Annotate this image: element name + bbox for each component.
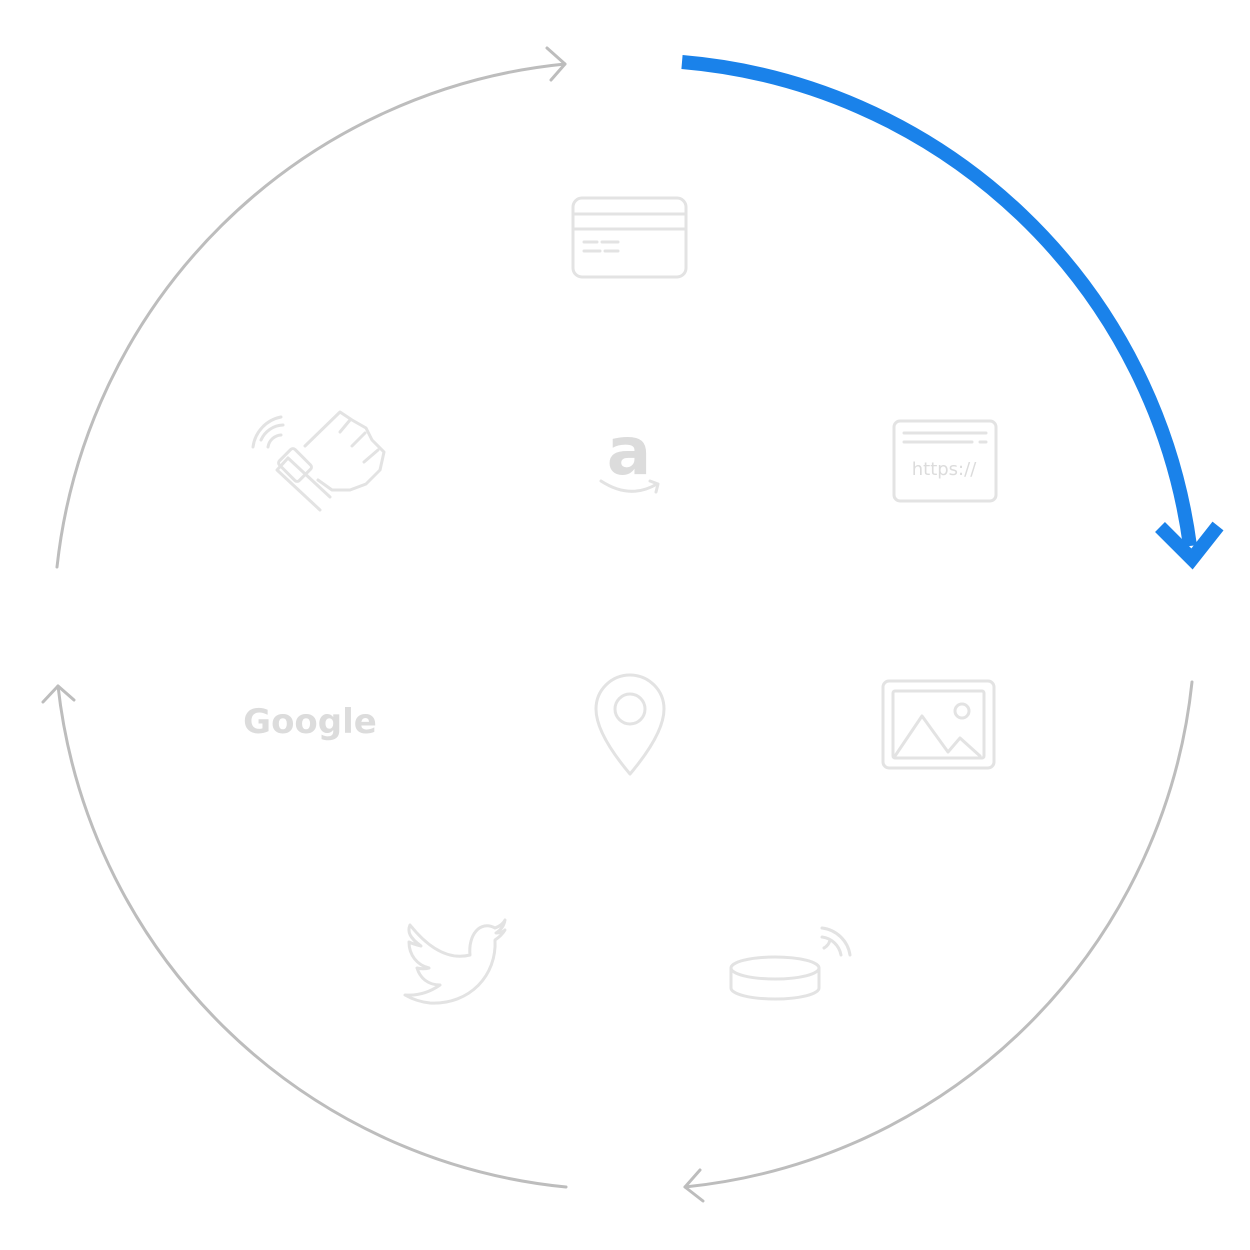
smart-speaker-icon	[729, 926, 852, 1001]
smartwatch-contactless-icon	[251, 410, 386, 512]
cycle-ring	[41, 46, 1194, 1203]
svg-text:a: a	[607, 413, 652, 490]
arc-left-lower	[56, 684, 568, 1189]
active-arc	[681, 55, 1197, 547]
https-label: https://	[912, 459, 977, 480]
arc-right-lower	[683, 680, 1194, 1189]
arc-left-lower-arrowhead	[41, 684, 76, 704]
twitter-bird-icon	[403, 918, 507, 1005]
credit-card-icon	[571, 196, 688, 279]
amazon-logo-icon: a	[599, 413, 660, 494]
active-arrowhead	[1155, 521, 1224, 570]
arc-left-upper-arrowhead	[545, 46, 567, 82]
active-step-arrow	[681, 55, 1224, 570]
google-logo-icon: Google	[243, 702, 377, 742]
arc-right-lower-arrowhead	[683, 1168, 705, 1203]
arc-left-upper	[55, 62, 567, 569]
https-browser-icon: https://	[892, 419, 998, 503]
google-label: Google	[243, 702, 377, 742]
image-photo-icon	[881, 679, 996, 770]
location-pin-icon	[594, 673, 666, 776]
